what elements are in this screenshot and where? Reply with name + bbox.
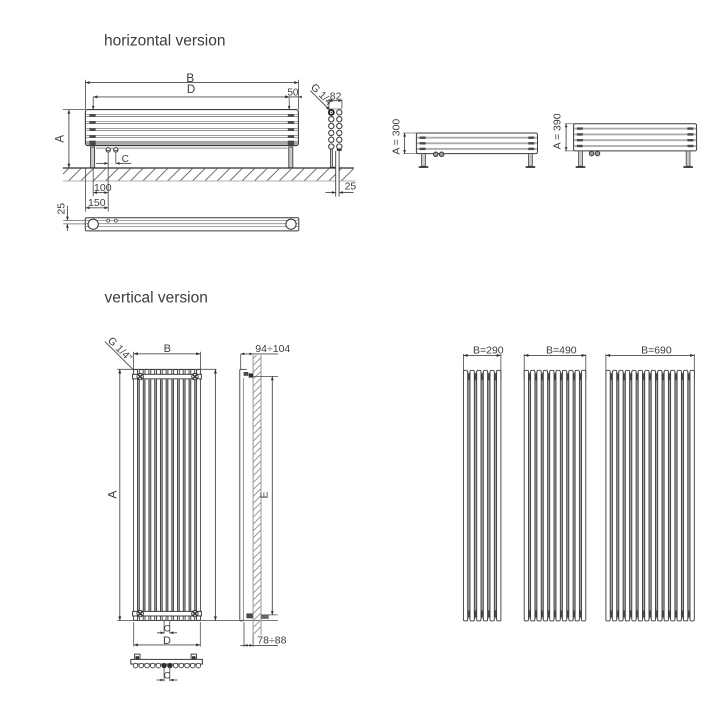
svg-text:B=690: B=690 (641, 344, 672, 356)
svg-text:78÷88: 78÷88 (257, 635, 286, 647)
svg-text:horizontal version: horizontal version (104, 33, 225, 50)
svg-text:B=490: B=490 (546, 344, 577, 356)
svg-text:B: B (164, 343, 171, 355)
svg-text:E: E (259, 491, 271, 498)
svg-text:vertical version: vertical version (105, 290, 208, 307)
svg-text:C: C (122, 154, 129, 165)
svg-text:25: 25 (345, 181, 357, 193)
svg-text:150: 150 (88, 197, 106, 209)
svg-text:A = 300: A = 300 (390, 119, 402, 155)
svg-text:50: 50 (287, 87, 299, 98)
svg-text:100: 100 (94, 182, 112, 194)
svg-text:A: A (105, 491, 119, 499)
svg-text:25: 25 (55, 203, 67, 215)
svg-text:C: C (164, 623, 171, 634)
svg-text:A = 390: A = 390 (551, 113, 563, 149)
svg-text:82: 82 (330, 91, 342, 103)
svg-text:C: C (164, 671, 171, 682)
svg-text:D: D (163, 635, 171, 647)
svg-text:B=290: B=290 (473, 344, 504, 356)
svg-text:D: D (187, 84, 195, 96)
svg-text:94÷104: 94÷104 (255, 343, 290, 355)
svg-text:A: A (54, 135, 66, 143)
svg-text:B: B (186, 71, 194, 85)
